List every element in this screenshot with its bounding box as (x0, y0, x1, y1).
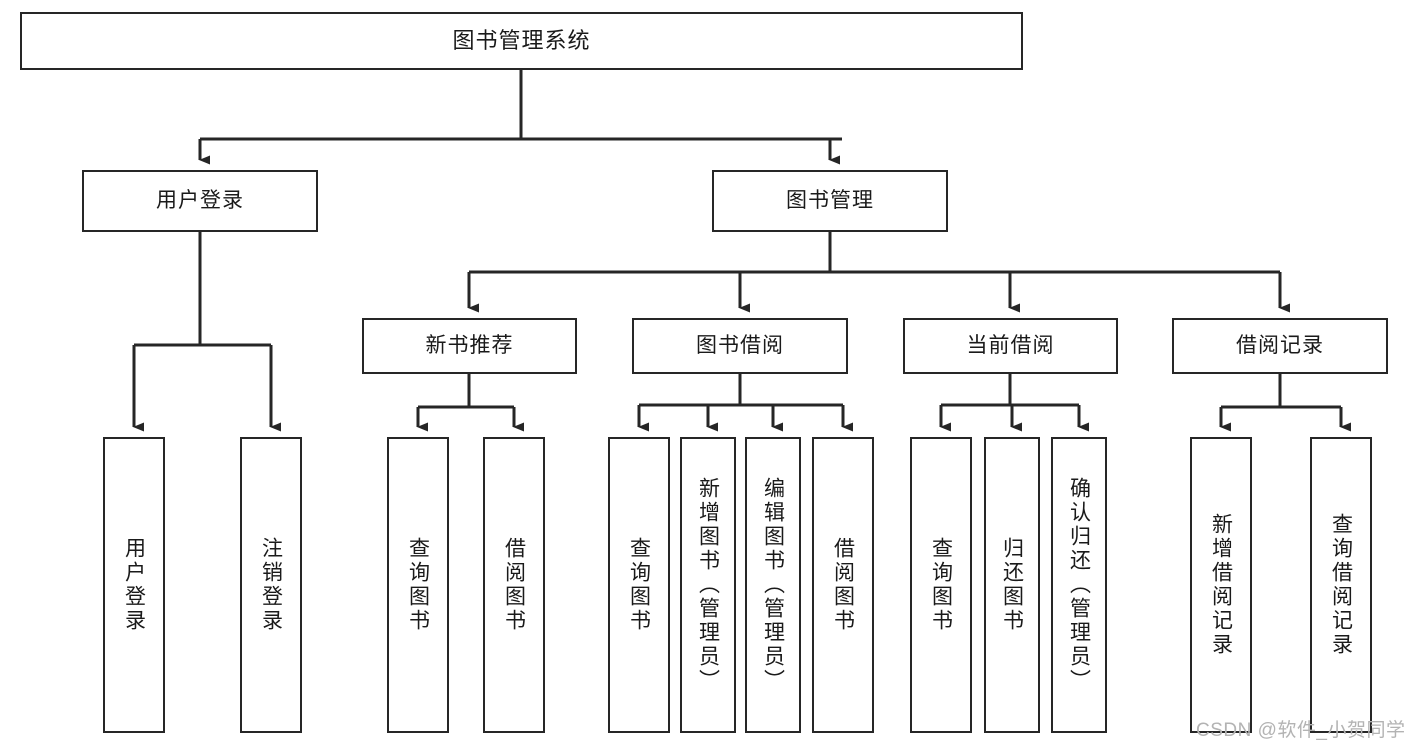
node-new-book-recommend[interactable]: 新书推荐 (362, 318, 577, 374)
node-borrow-record-label: 借阅记录 (1236, 334, 1324, 358)
leaf-query-borrow-record-label: 查询借阅记录 (1329, 513, 1353, 657)
leaf-edit-book-label: 编辑图书（管理员） (761, 477, 785, 693)
leaf-logout-login-label: 注销登录 (259, 537, 283, 633)
leaf-query-book-3-label: 查询图书 (929, 537, 953, 633)
node-borrow-record[interactable]: 借阅记录 (1172, 318, 1388, 374)
leaf-query-book-2-label: 查询图书 (627, 537, 651, 633)
leaf-add-book-label: 新增图书（管理员） (696, 477, 720, 693)
leaf-add-borrow-record-label: 新增借阅记录 (1209, 513, 1233, 657)
leaf-confirm-return[interactable]: 确认归还（管理员） (1051, 437, 1107, 733)
node-book-manage[interactable]: 图书管理 (712, 170, 948, 232)
node-new-book-recommend-label: 新书推荐 (425, 334, 514, 358)
leaf-user-login[interactable]: 用户登录 (103, 437, 165, 733)
leaf-borrow-book-1-label: 借阅图书 (502, 537, 526, 633)
leaf-add-book[interactable]: 新增图书（管理员） (680, 437, 736, 733)
leaf-query-book-1[interactable]: 查询图书 (387, 437, 449, 733)
node-book-borrow[interactable]: 图书借阅 (632, 318, 848, 374)
leaf-borrow-book-2-label: 借阅图书 (831, 537, 855, 633)
node-book-borrow-label: 图书借阅 (696, 334, 784, 358)
leaf-edit-book[interactable]: 编辑图书（管理员） (745, 437, 801, 733)
leaf-query-book-2[interactable]: 查询图书 (608, 437, 670, 733)
leaf-add-borrow-record[interactable]: 新增借阅记录 (1190, 437, 1252, 733)
node-current-borrow[interactable]: 当前借阅 (903, 318, 1118, 374)
node-root[interactable]: 图书管理系统 (20, 12, 1023, 70)
node-book-manage-label: 图书管理 (786, 189, 874, 213)
watermark-text: CSDN @软件_小贺同学 (1196, 720, 1405, 741)
leaf-borrow-book-2[interactable]: 借阅图书 (812, 437, 874, 733)
node-user-login[interactable]: 用户登录 (82, 170, 318, 232)
leaf-logout-login[interactable]: 注销登录 (240, 437, 302, 733)
node-user-login-label: 用户登录 (156, 189, 244, 213)
node-root-label: 图书管理系统 (452, 27, 591, 53)
leaf-user-login-label: 用户登录 (122, 537, 146, 633)
leaf-query-book-1-label: 查询图书 (406, 537, 430, 633)
leaf-borrow-book-1[interactable]: 借阅图书 (483, 437, 545, 733)
node-current-borrow-label: 当前借阅 (966, 334, 1055, 358)
leaf-return-book[interactable]: 归还图书 (984, 437, 1040, 733)
leaf-query-borrow-record[interactable]: 查询借阅记录 (1310, 437, 1372, 733)
leaf-confirm-return-label: 确认归还（管理员） (1067, 477, 1091, 693)
leaf-return-book-label: 归还图书 (1000, 537, 1024, 633)
leaf-query-book-3[interactable]: 查询图书 (910, 437, 972, 733)
